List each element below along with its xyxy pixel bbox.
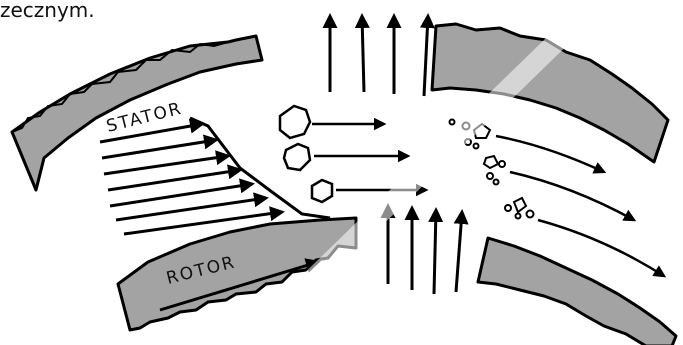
upward-arrows-top <box>322 13 435 97</box>
stator-deflector-edge <box>189 116 331 220</box>
flow-arrow <box>495 134 607 174</box>
particle-group-left <box>278 104 334 204</box>
material-particle <box>310 178 334 204</box>
fragment <box>498 160 506 168</box>
material-particle <box>278 104 312 140</box>
inflow-arrow <box>99 118 205 144</box>
fragment <box>492 178 500 186</box>
inflow-arrow <box>107 164 243 192</box>
lower-right-plate <box>476 236 678 345</box>
up-arrow <box>428 207 444 295</box>
up-arrow <box>354 13 370 93</box>
fragment <box>525 209 535 219</box>
fragment <box>504 204 512 212</box>
fragment <box>482 154 500 170</box>
rotor-plate <box>116 216 358 332</box>
watermark <box>243 0 614 345</box>
fragment <box>512 196 528 214</box>
up-arrow <box>419 13 435 97</box>
rotor-rotation-arrow <box>159 258 321 312</box>
inflow-arrow <box>109 178 255 208</box>
inflow-arrow <box>101 134 219 160</box>
caption-fragment: zecznym. <box>0 0 95 22</box>
fragment <box>486 172 494 180</box>
material-particle <box>282 142 312 172</box>
fragment <box>514 212 522 220</box>
upward-arrows-bottom <box>380 203 469 295</box>
stator-rough-edge <box>11 41 229 133</box>
flow-arrow <box>509 170 637 222</box>
inflow-arrow <box>123 206 285 236</box>
inflow-arrow <box>115 192 269 222</box>
up-arrow <box>453 209 469 293</box>
fragment <box>472 142 480 150</box>
inflow-arrows <box>99 118 285 236</box>
inflow-arrow <box>103 150 231 176</box>
flow-arrow <box>537 218 667 278</box>
fragment-flow-arrows <box>495 134 667 278</box>
stator-plate <box>10 34 264 192</box>
fragment <box>448 118 456 126</box>
